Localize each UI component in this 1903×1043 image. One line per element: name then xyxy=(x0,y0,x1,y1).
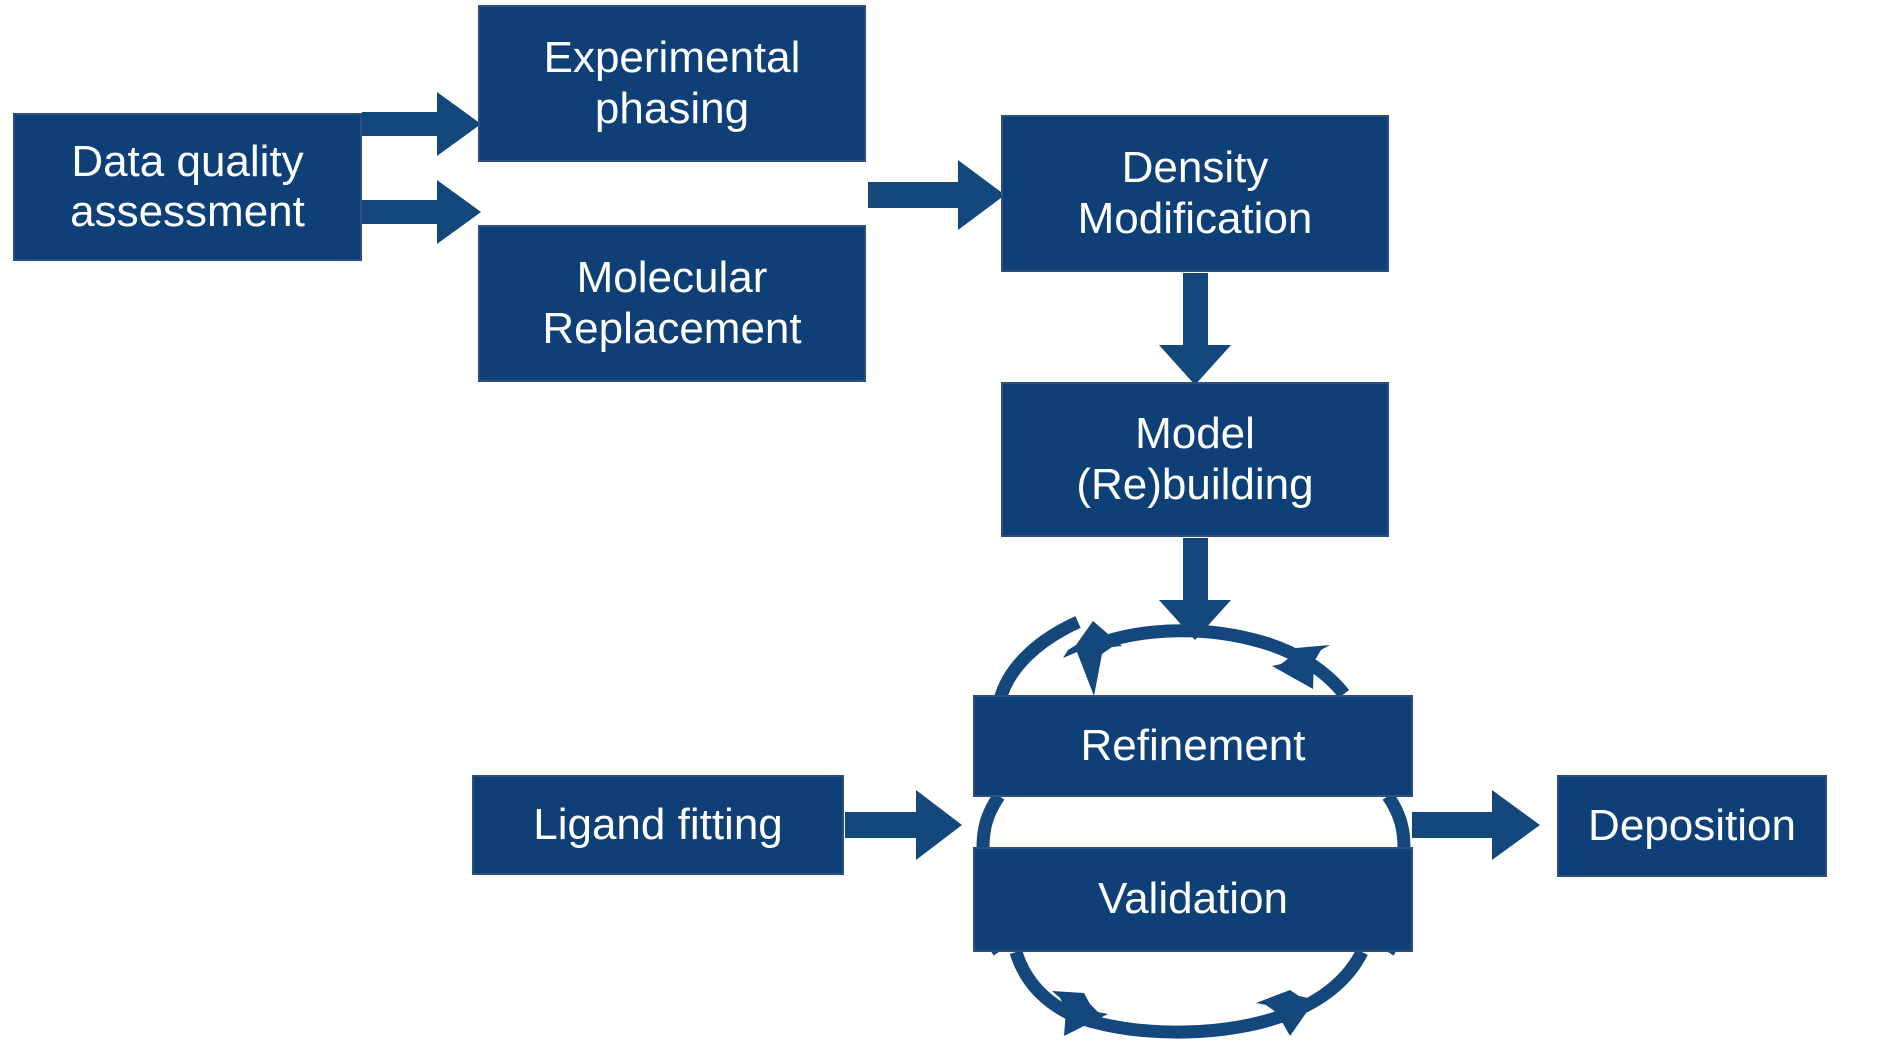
arrow-ligand-to-cycle xyxy=(845,790,962,860)
cycle-arc-top xyxy=(1079,624,1350,699)
arrow-dq-to-experimental xyxy=(362,92,481,156)
cycle-arc-upper-left xyxy=(993,616,1122,702)
node-validation[interactable]: Validation xyxy=(973,847,1413,952)
node-label: Refinement xyxy=(1080,720,1306,770)
node-molecular-replacement[interactable]: Molecular Replacement xyxy=(478,225,866,382)
node-ligand-fitting[interactable]: Ligand fitting xyxy=(472,775,844,875)
cycle-arc-bottom-left xyxy=(1009,949,1108,1036)
node-data-quality-assessment[interactable]: Data quality assessment xyxy=(13,113,362,261)
arrow-density-to-model xyxy=(1159,273,1231,385)
node-label: Ligand fitting xyxy=(533,799,783,849)
node-label: Model (Re)building xyxy=(1076,409,1314,509)
cycle-arc-bottom xyxy=(1077,948,1368,1039)
arrow-phasing-to-density xyxy=(868,160,1005,230)
node-refinement[interactable]: Refinement xyxy=(973,695,1413,797)
node-density-modification[interactable]: Density Modification xyxy=(1001,115,1389,272)
node-label: Data quality assessment xyxy=(70,136,305,236)
arrow-cycle-to-deposition xyxy=(1412,790,1540,860)
arrow-dq-to-molecular xyxy=(362,180,481,244)
arrow-model-to-cycle xyxy=(1159,538,1231,640)
node-deposition[interactable]: Deposition xyxy=(1557,775,1827,877)
node-label: Deposition xyxy=(1588,800,1796,850)
node-label: Density Modification xyxy=(1077,143,1313,243)
node-label: Validation xyxy=(1098,874,1288,924)
node-label: Molecular Replacement xyxy=(542,253,802,353)
node-model-rebuilding[interactable]: Model (Re)building xyxy=(1001,382,1389,537)
node-experimental-phasing[interactable]: Experimental phasing xyxy=(478,5,866,162)
node-label: Experimental phasing xyxy=(543,33,801,133)
